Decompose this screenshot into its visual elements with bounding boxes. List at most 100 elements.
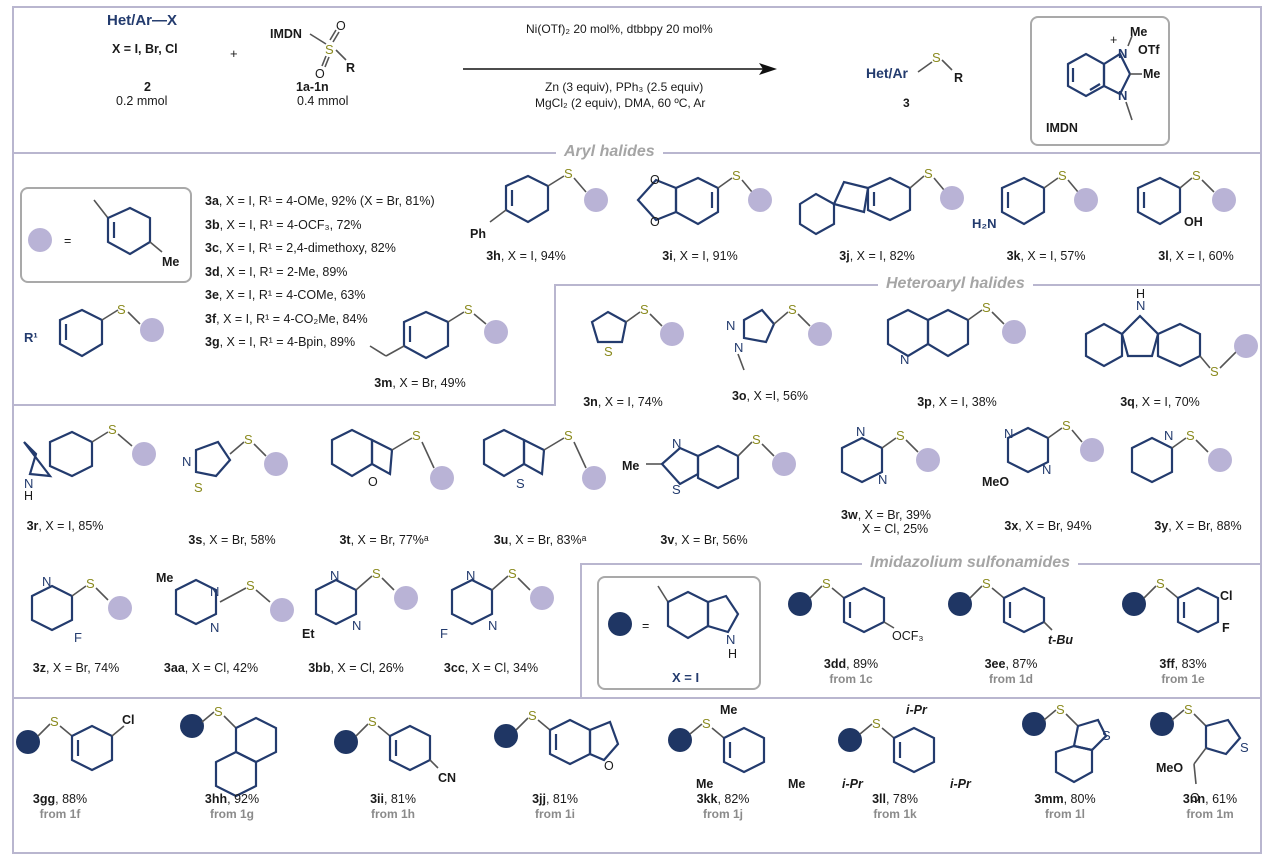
3mm-sulfur: S (1056, 702, 1065, 717)
3cc-n2: N (488, 618, 497, 633)
compound-id: 3w (841, 508, 858, 522)
imdn-me-top: Me (1130, 25, 1147, 39)
compound-yield: , X = Br, 88% (1168, 519, 1242, 533)
structure-3n: S S (578, 300, 698, 380)
3aa-n1: N (210, 584, 219, 599)
3h-sulfur: S (564, 166, 573, 181)
3l-sulfur: S (1192, 168, 1201, 183)
reactant1-compound-id: 2 (144, 80, 151, 94)
3r-h: H (24, 489, 33, 503)
source-reagent: from 1k (873, 807, 917, 821)
compound-id: 3f (205, 311, 217, 326)
compound-detail: , X = I, R¹ = 4-OMe, 92% (X = Br, 81%) (218, 194, 435, 208)
source-reagent: from 1l (1044, 807, 1085, 821)
structure-3l: S OH (1134, 166, 1262, 246)
3cc-f: F (440, 626, 448, 641)
compound-yield: , X = Br, 74% (45, 661, 120, 675)
3z-sulfur: S (86, 576, 95, 591)
indolyl-legend-box (597, 576, 761, 690)
source-reagent: from 1h (370, 807, 415, 821)
compound-id: 3cc (443, 661, 465, 675)
3i-oxygen2: O (650, 215, 660, 229)
legend-methyl: Me (162, 255, 179, 269)
structure-3k: S H₂N (972, 166, 1112, 246)
structure-3q: N H S (1080, 287, 1260, 390)
product-hetar-label: Het/Ar (866, 65, 909, 81)
compound-detail: , X = I, R¹ = 4-OCF₃, 72% (219, 217, 362, 232)
r-group: R (346, 61, 355, 75)
3w-n2: N (878, 472, 887, 487)
compound-id: 3o (731, 389, 747, 403)
compound-id: 3e (205, 288, 219, 302)
r1-aryl-sulfide-structure: R¹ S (24, 302, 174, 374)
3kk-me3: Me (788, 777, 805, 791)
structure-3jj: S O (494, 708, 634, 788)
compound-id: 3a (205, 194, 219, 208)
list-item-3f: 3f, X = I, R¹ = 4-CO₂Me, 84% (205, 312, 368, 326)
3hh-sulfur: S (214, 704, 223, 719)
caption-3hh: 3hh, 92%from 1g (205, 792, 259, 821)
compound-id: 3g (205, 335, 220, 349)
compound-id: 3dd (823, 657, 847, 671)
source-reagent: from 1f (39, 807, 81, 821)
caption-3t: 3t, X = Br, 77%ᵃ (339, 533, 428, 547)
compound-yield: , 81% (383, 792, 416, 806)
source-reagent: from 1j (702, 807, 744, 821)
structure-3m: S (364, 302, 554, 386)
compound-detail: , X = I, R¹ = 2-Me, 89% (219, 264, 348, 279)
compound-id: 3c (205, 241, 219, 255)
compound-yield: , 88% (55, 792, 88, 806)
indole-n: N (726, 632, 735, 647)
list-item-3d: 3d, X = I, R¹ = 2-Me, 89% (205, 265, 347, 279)
3dd-sulfur: S (822, 576, 831, 591)
3u-ring-sulfur: S (516, 476, 525, 491)
scheme-frame (12, 6, 1262, 854)
compound-yield: , X = Cl, 42% (184, 661, 259, 675)
3j-sulfur: S (924, 166, 933, 181)
compound-id: 3b (205, 217, 220, 232)
compound-yield: , X = I, 70% (1134, 395, 1200, 409)
3v-n: N (672, 436, 681, 451)
compound-yield: , X = Br, 58% (202, 533, 276, 547)
imdn-n-plus: N (1118, 46, 1127, 61)
list-item-3e: 3e, X = I, R¹ = 4-COMe, 63% (205, 288, 365, 302)
3s-n: N (182, 454, 191, 469)
3i-sulfur: S (732, 168, 741, 183)
compound-yield: , X = I, 91% (672, 249, 738, 263)
3bb-n1: N (330, 568, 339, 583)
3aa-methyl: Me (156, 571, 173, 585)
compound-yield: , X = I, 38% (931, 395, 997, 409)
structure-3ll: S i-Pr i-Pr i-Pr (838, 702, 998, 802)
caption-3q: 3q, X = I, 70% (1120, 395, 1200, 409)
product-compound-id: 3 (903, 96, 910, 110)
compound-yield: , X = I, 94% (500, 249, 566, 263)
3w-n1: N (856, 424, 865, 439)
caption-3ee: 3ee, 87%from 1d (985, 657, 1038, 686)
compound-id: 3h (486, 249, 501, 263)
3q-h: H (1136, 287, 1145, 301)
reactant2-amount: 0.4 mmol (297, 94, 349, 108)
compound-yield: , X = Cl, 34% (464, 661, 539, 675)
caption-3h: 3h, X = I, 94% (486, 249, 566, 263)
r1-sulfur: S (117, 302, 126, 317)
3jj-o: O (604, 759, 614, 773)
structure-3bb: N N Et S (302, 566, 442, 646)
product-r: R (954, 71, 963, 85)
source-reagent: from 1i (534, 807, 575, 821)
caption-3z: 3z, X = Br, 74% (33, 661, 120, 675)
compound-id: 3nn (1182, 792, 1206, 806)
compound-yield: , 61% (1205, 792, 1238, 806)
compound-yield: , 82% (717, 792, 750, 806)
compound-id: 3z (32, 661, 46, 675)
3q-sulfur: S (1210, 364, 1219, 379)
3t-sulfur: S (412, 428, 421, 443)
structure-3nn: S S MeO O (1150, 702, 1263, 806)
structure-3s: N S S (180, 428, 300, 508)
3aa-n2: N (210, 620, 219, 635)
compound-yield: , X = I, 82% (849, 249, 915, 263)
structure-3cc: N N F S (438, 566, 578, 646)
compound-detail: , X = I, R¹ = 4-COMe, 63% (218, 288, 366, 302)
compound-id: 3q (1120, 395, 1135, 409)
svg-text:+: + (1110, 33, 1117, 47)
3k-sulfur: S (1058, 168, 1067, 183)
